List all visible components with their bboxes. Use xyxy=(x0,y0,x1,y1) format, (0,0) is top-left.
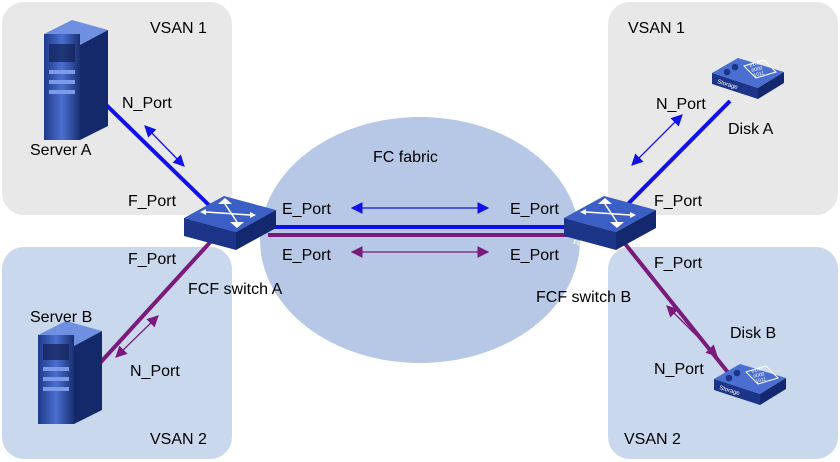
disk-b-label: Disk B xyxy=(730,325,776,342)
disk-a-n-port-label: N_Port xyxy=(656,96,706,113)
switch-a-label: FCF switch A xyxy=(188,281,283,298)
switch-b-f-port-top-label: F_Port xyxy=(654,193,703,210)
server-a-n-port-label: N_Port xyxy=(122,95,172,112)
svg-text:0100: 0100 xyxy=(751,366,764,375)
server-a-icon xyxy=(44,20,108,140)
switch-b-e-port-bottom-label: E_Port xyxy=(510,247,559,264)
vsan1-right-label: VSAN 1 xyxy=(628,20,685,37)
vsan2-left-label: VSAN 2 xyxy=(150,431,207,448)
switch-b-e-port-top-label: E_Port xyxy=(510,201,559,218)
svg-text:1011: 1011 xyxy=(753,70,765,79)
disk-a-icon: 0100 0000 1011 Storage xyxy=(712,58,784,99)
switch-a-e-port-bottom-label: E_Port xyxy=(282,247,331,264)
disk-a-label: Disk A xyxy=(728,121,774,138)
switch-b-label: FCF switch B xyxy=(536,289,631,306)
arrow-server-b xyxy=(115,315,159,358)
fcf-switch-a-icon: FCF xyxy=(184,196,276,250)
switch-a-f-port-bottom-label: F_Port xyxy=(128,251,177,268)
switch-a-f-port-top-label: F_Port xyxy=(128,193,177,210)
arrow-server-a xyxy=(144,125,185,167)
arrow-disk-b xyxy=(666,305,718,357)
fc-fabric-cloud xyxy=(260,117,580,363)
svg-text:0000: 0000 xyxy=(751,65,764,74)
switch-b-f-port-bottom-label: F_Port xyxy=(654,255,703,272)
vsan2-left-region xyxy=(2,247,232,459)
disk-b-icon: 0100 0000 1011 Storage xyxy=(714,364,786,405)
server-b-label: Server B xyxy=(30,309,92,326)
fabric-label: FC fabric xyxy=(373,149,438,166)
switch-a-e-port-top-label: E_Port xyxy=(282,201,331,218)
server-a-label: Server A xyxy=(30,142,92,159)
switch-a-badge: FCF xyxy=(193,240,206,249)
switch-b-badge: FCF xyxy=(573,240,586,249)
server-b-n-port-label: N_Port xyxy=(130,363,180,380)
vsan2-right-label: VSAN 2 xyxy=(624,431,681,448)
vsan2-right-region xyxy=(608,247,838,459)
svg-text:0100: 0100 xyxy=(749,60,762,69)
svg-text:1011: 1011 xyxy=(755,376,767,385)
server-b-icon xyxy=(38,321,102,424)
vsan1-left-label: VSAN 1 xyxy=(150,20,207,37)
disk-b-n-port-label: N_Port xyxy=(654,361,704,378)
fcf-switch-b-icon: FCF xyxy=(564,196,656,250)
arrow-disk-a xyxy=(631,114,683,166)
svg-text:0000: 0000 xyxy=(753,371,766,380)
